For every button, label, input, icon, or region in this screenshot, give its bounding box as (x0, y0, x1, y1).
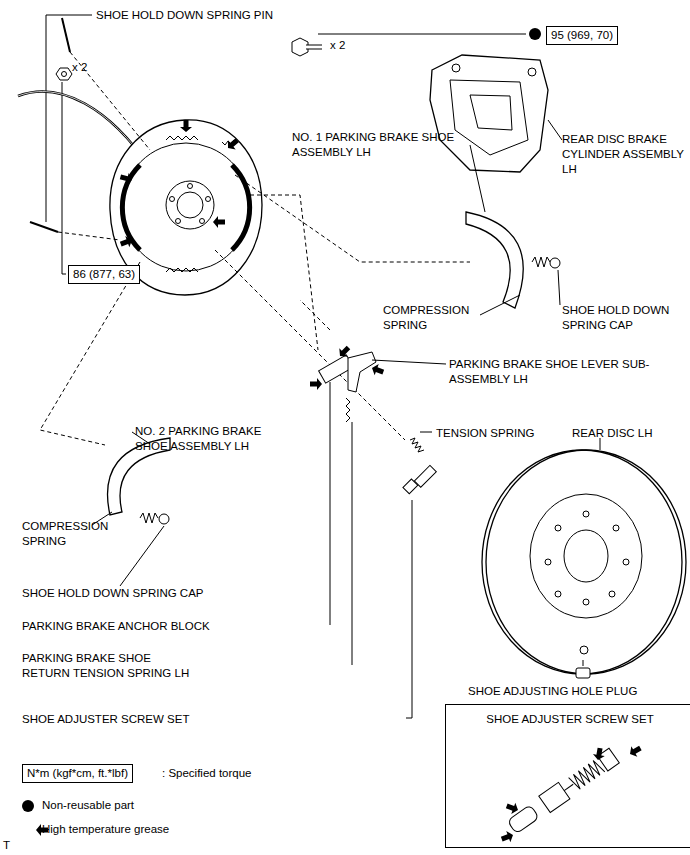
part-label: SHOE HOLD DOWN SPRING PIN (96, 8, 273, 23)
legend-unit-box: N*m (kgf*cm, ft.*lbf) (22, 764, 133, 783)
torque-value: 95 (969, 70) (551, 28, 613, 43)
torque-value: 86 (877, 63) (73, 267, 135, 282)
part-label: TENSION SPRING (436, 426, 534, 441)
legend-text: : Specified torque (162, 766, 252, 781)
page-marker: T (3, 838, 10, 853)
part-label: PARKING BRAKE SHOE LEVER SUB-ASSEMBLY LH (449, 357, 685, 387)
legend-text: High temperature grease (42, 822, 169, 837)
part-label: SHOE ADJUSTING HOLE PLUG (468, 684, 637, 699)
torque-spec-box: 86 (877, 63) (68, 265, 140, 284)
part-label: PARKING BRAKE SHOE RETURN TENSION SPRING… (22, 651, 192, 681)
part-label: PARKING BRAKE ANCHOR BLOCK (22, 619, 210, 634)
torque-value: N*m (kgf*cm, ft.*lbf) (27, 766, 128, 781)
part-label: SHOE ADJUSTER SCREW SET (22, 712, 189, 727)
part-label: REAR DISC BRAKE CYLINDER ASSEMBLY LH (562, 132, 686, 177)
legend-text: Non-reusable part (42, 798, 134, 813)
inset-heading: SHOE ADJUSTER SCREW SET (446, 705, 690, 725)
part-label: SHOE HOLD DOWN SPRING CAP (562, 303, 686, 333)
part-label: NO. 2 PARKING BRAKE SHOE ASSEMBLY LH (135, 424, 295, 454)
part-label: NO. 1 PARKING BRAKE SHOE ASSEMBLY LH (292, 130, 464, 160)
quantity-label: x 2 (330, 38, 345, 53)
part-label: REAR DISC LH (572, 426, 653, 441)
torque-spec-box: 95 (969, 70) (546, 26, 618, 45)
part-label: SHOE HOLD DOWN SPRING CAP (22, 586, 203, 601)
detail-inset: SHOE ADJUSTER SCREW SET (445, 704, 690, 848)
part-label: COMPRESSION SPRING (383, 303, 483, 333)
part-label: COMPRESSION SPRING (22, 519, 117, 549)
quantity-label: x 2 (72, 60, 87, 75)
